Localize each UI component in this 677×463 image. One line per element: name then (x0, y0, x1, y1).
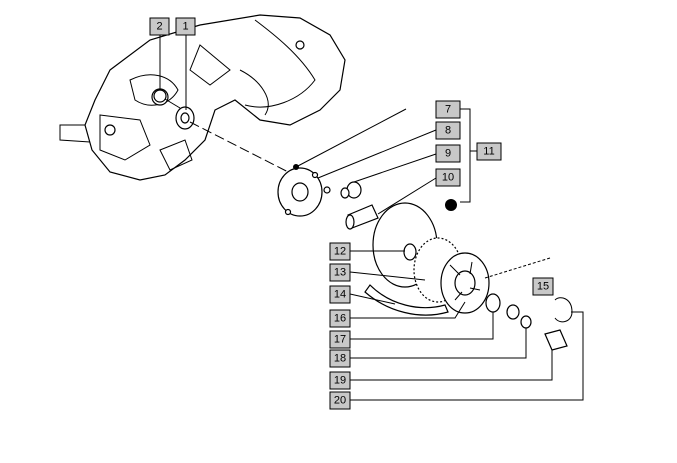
callout-12: 12 (329, 242, 351, 261)
fixed-pulley-assembly (372, 202, 463, 303)
svg-text:11: 11 (483, 146, 494, 158)
leader-lines (159, 35, 584, 401)
callout-13: 13 (329, 263, 351, 282)
spacer-part-10 (345, 199, 457, 230)
chain-strip (484, 257, 551, 279)
svg-text:15: 15 (537, 281, 549, 293)
callout-20: 20 (329, 391, 351, 410)
svg-text:19: 19 (334, 375, 346, 387)
callout-16: 16 (329, 309, 351, 328)
svg-text:9: 9 (445, 148, 451, 160)
callout-11: 11 (476, 142, 502, 161)
clutch-bell-part-16 (440, 252, 490, 314)
callout-17: 17 (329, 330, 351, 349)
svg-text:14: 14 (334, 289, 346, 301)
callout-10: 10 (435, 168, 461, 187)
svg-text:13: 13 (334, 267, 346, 279)
svg-text:20: 20 (334, 395, 346, 407)
svg-text:7: 7 (445, 104, 451, 116)
svg-text:8: 8 (445, 125, 451, 137)
drive-belt-part-14 (364, 284, 449, 316)
svg-text:2: 2 (156, 21, 162, 33)
callout-18: 18 (329, 349, 351, 368)
svg-text:16: 16 (334, 313, 346, 325)
callout-19: 19 (329, 371, 351, 390)
svg-text:10: 10 (442, 172, 454, 184)
svg-text:18: 18 (334, 353, 346, 365)
callout-9: 9 (435, 144, 461, 163)
shaft-axis-line (189, 121, 301, 179)
callout-1: 1 (175, 17, 196, 36)
callout-8: 8 (435, 121, 461, 140)
callout-15: 15 (532, 277, 554, 296)
svg-text:1: 1 (182, 21, 188, 33)
callout-2: 2 (149, 17, 170, 36)
washer-parts (485, 293, 573, 351)
svg-text:12: 12 (334, 246, 346, 258)
engine-crankcase-illustration (59, 14, 346, 181)
svg-text:17: 17 (334, 334, 346, 346)
callout-14: 14 (329, 285, 351, 304)
movable-pulley-assembly (277, 164, 362, 217)
callout-7: 7 (435, 100, 461, 119)
